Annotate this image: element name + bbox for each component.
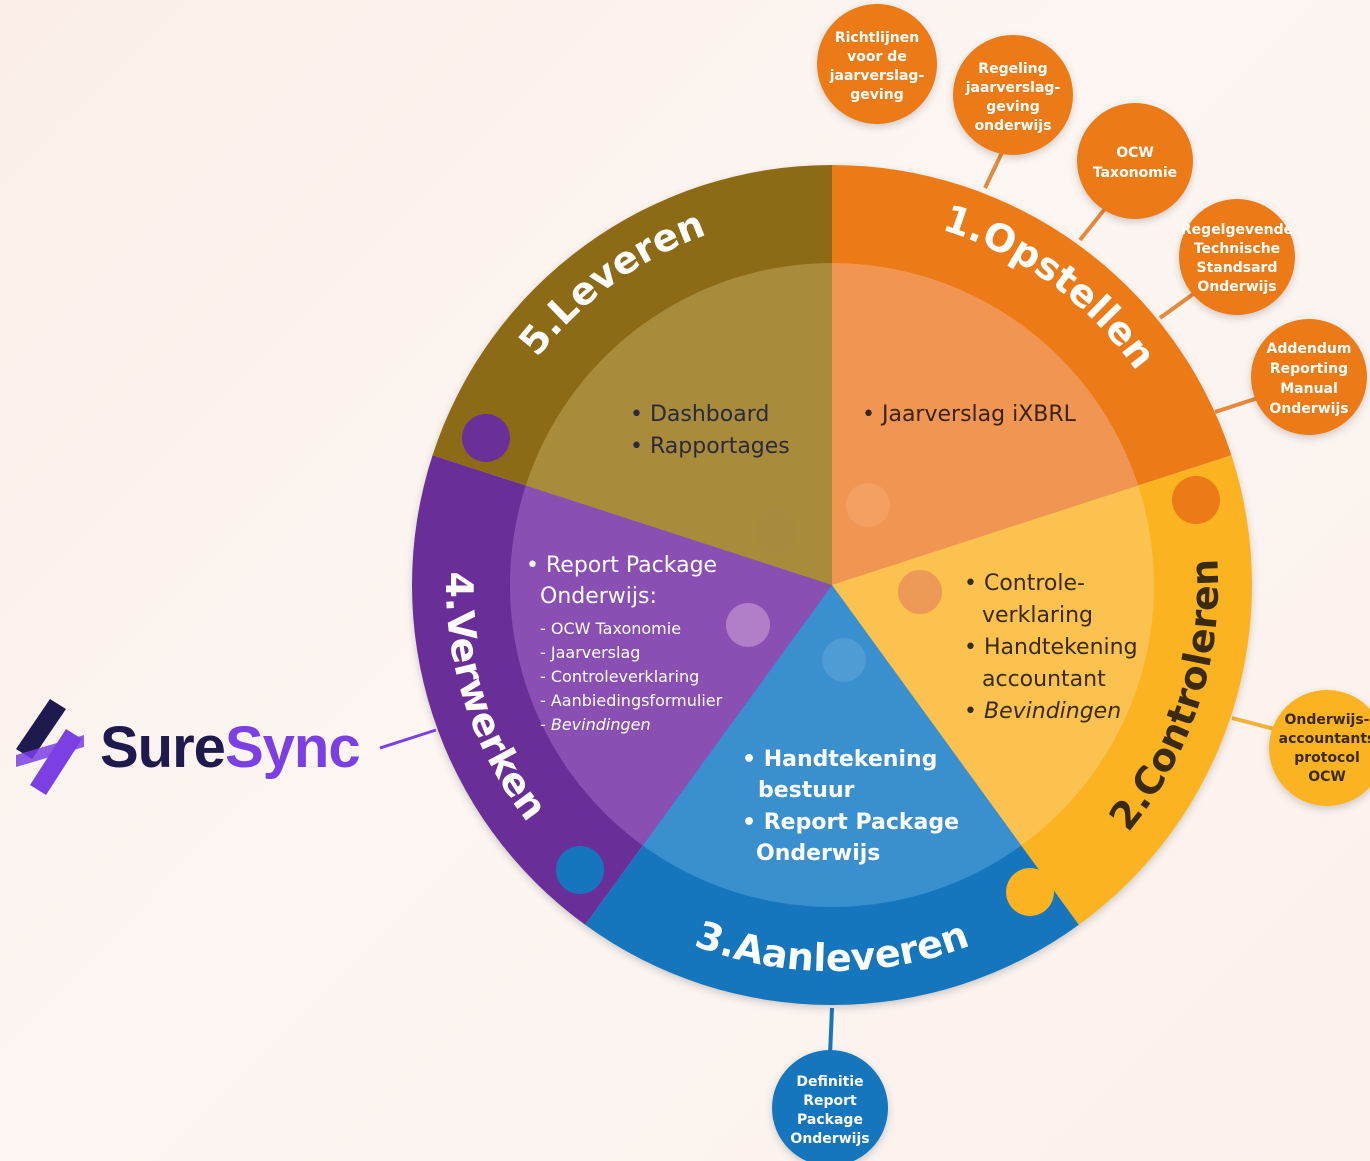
svg-text:voor de: voor de bbox=[847, 49, 907, 65]
inner-segment-opstellen bbox=[832, 263, 1139, 585]
logo-word-sync: Sync bbox=[224, 714, 361, 780]
connector-accountantsprotocol bbox=[1231, 716, 1279, 732]
bubble-regeling: Regeling jaarverslag- geving onderwijs bbox=[953, 35, 1073, 155]
knob-center-blue bbox=[822, 638, 866, 682]
bubble-ocw-taxonomie: OCW Taxonomie bbox=[1077, 103, 1193, 219]
bubble-regelgevende: Regelgevende Technische Standsard Onderw… bbox=[1179, 199, 1295, 315]
svg-text:Onderwijs: Onderwijs bbox=[790, 1131, 869, 1147]
verwerken-sub-2: - Jaarverslag bbox=[540, 643, 640, 662]
svg-text:Report: Report bbox=[803, 1093, 857, 1109]
svg-text:Regeling: Regeling bbox=[978, 61, 1047, 77]
aanleveren-item-2b: Onderwijs bbox=[756, 841, 880, 866]
knob-opstellen-top bbox=[834, 188, 886, 240]
svg-text:Standsard: Standsard bbox=[1197, 260, 1278, 276]
aanleveren-item-1b: bestuur bbox=[758, 778, 855, 803]
controleren-item-2b: accountant bbox=[982, 667, 1106, 692]
aanleveren-item-1: • Handtekening bbox=[742, 747, 937, 772]
svg-text:Reporting: Reporting bbox=[1270, 361, 1348, 377]
verwerken-sub-4: - Aanbiedingsformulier bbox=[540, 691, 723, 710]
opstellen-item: • Jaarverslag iXBRL bbox=[862, 402, 1077, 427]
verwerken-sub-5: - Bevindingen bbox=[540, 715, 651, 734]
leveren-item-1: • Dashboard bbox=[630, 402, 769, 427]
svg-text:jaarverslag-: jaarverslag- bbox=[965, 80, 1061, 96]
wheel-inner bbox=[510, 263, 1154, 908]
svg-text:jaarverslag-: jaarverslag- bbox=[829, 68, 925, 84]
knob-center-purple bbox=[726, 603, 770, 647]
knob-center-olive bbox=[754, 510, 798, 554]
bubble-definitie: Definitie Report Package Onderwijs bbox=[772, 1050, 888, 1161]
verwerken-sub-1: - OCW Taxonomie bbox=[540, 619, 681, 638]
knob-verwerken-top bbox=[462, 414, 510, 462]
knob-controleren-bottom bbox=[1006, 868, 1054, 916]
svg-text:Definitie: Definitie bbox=[796, 1074, 863, 1090]
svg-text:Package: Package bbox=[797, 1112, 863, 1128]
knob-opstellen-right bbox=[1172, 476, 1220, 524]
svg-text:Onderwijs: Onderwijs bbox=[1197, 279, 1276, 295]
bubble-richtlijnen: Richtlijnen voor de jaarverslag- geving bbox=[817, 4, 937, 124]
suresync-logo: SureSync bbox=[10, 692, 380, 802]
svg-text:Manual: Manual bbox=[1280, 381, 1338, 397]
inner-segment-aanleveren bbox=[642, 585, 1022, 908]
svg-text:geving: geving bbox=[850, 87, 903, 103]
knob-center-orange bbox=[846, 483, 890, 527]
verwerken-item-1: • Report Package bbox=[526, 553, 717, 578]
svg-text:Onderwijs-: Onderwijs- bbox=[1285, 712, 1370, 728]
leveren-item-2: • Rapportages bbox=[630, 434, 790, 459]
bubble-addendum: Addendum Reporting Manual Onderwijs bbox=[1251, 319, 1367, 435]
svg-text:OCW: OCW bbox=[1116, 145, 1154, 161]
svg-text:onderwijs: onderwijs bbox=[975, 118, 1052, 134]
suresync-logo-wordmark: SureSync bbox=[100, 714, 361, 781]
bubbles: Richtlijnen voor de jaarverslag- geving … bbox=[772, 4, 1370, 1161]
logo-word-sure: Sure bbox=[100, 714, 226, 780]
connector-definitie bbox=[828, 1007, 834, 1056]
knob-aanleveren-left bbox=[556, 846, 604, 894]
svg-text:Addendum: Addendum bbox=[1267, 341, 1352, 357]
logo-connector bbox=[379, 728, 437, 750]
svg-text:geving: geving bbox=[986, 99, 1039, 115]
segment-body-texts: • Jaarverslag iXBRL • Controle- verklari… bbox=[526, 402, 1138, 866]
aanleveren-item-2: • Report Package bbox=[742, 810, 959, 835]
verwerken-item-1b: Onderwijs: bbox=[540, 584, 657, 609]
controleren-item-1: • Controle- bbox=[964, 571, 1085, 596]
suresync-logo-icon bbox=[16, 699, 84, 795]
puzzle-knobs bbox=[462, 188, 1220, 916]
controleren-item-2: • Handtekening bbox=[964, 635, 1138, 660]
svg-text:Regelgevende: Regelgevende bbox=[1181, 222, 1293, 238]
svg-text:Onderwijs: Onderwijs bbox=[1269, 401, 1348, 417]
svg-text:accountants: accountants bbox=[1279, 731, 1370, 747]
verwerken-sub-3: - Controleverklaring bbox=[540, 667, 699, 686]
connector-addendum bbox=[1214, 396, 1259, 414]
inner-segment-leveren bbox=[525, 263, 832, 585]
svg-text:Taxonomie: Taxonomie bbox=[1093, 165, 1177, 181]
svg-text:Richtlijnen: Richtlijnen bbox=[835, 30, 919, 46]
svg-text:OCW: OCW bbox=[1308, 769, 1346, 785]
svg-text:protocol: protocol bbox=[1294, 750, 1360, 766]
connector-regelgevende bbox=[1158, 290, 1198, 320]
knob-center-orange-2 bbox=[898, 570, 942, 614]
svg-text:Technische: Technische bbox=[1194, 241, 1280, 257]
controleren-item-3: • Bevindingen bbox=[964, 699, 1121, 724]
controleren-item-1b: verklaring bbox=[982, 603, 1093, 628]
inner-segment-verwerken bbox=[510, 485, 832, 846]
bubble-accountantsprotocol: Onderwijs- accountants protocol OCW bbox=[1269, 690, 1370, 806]
